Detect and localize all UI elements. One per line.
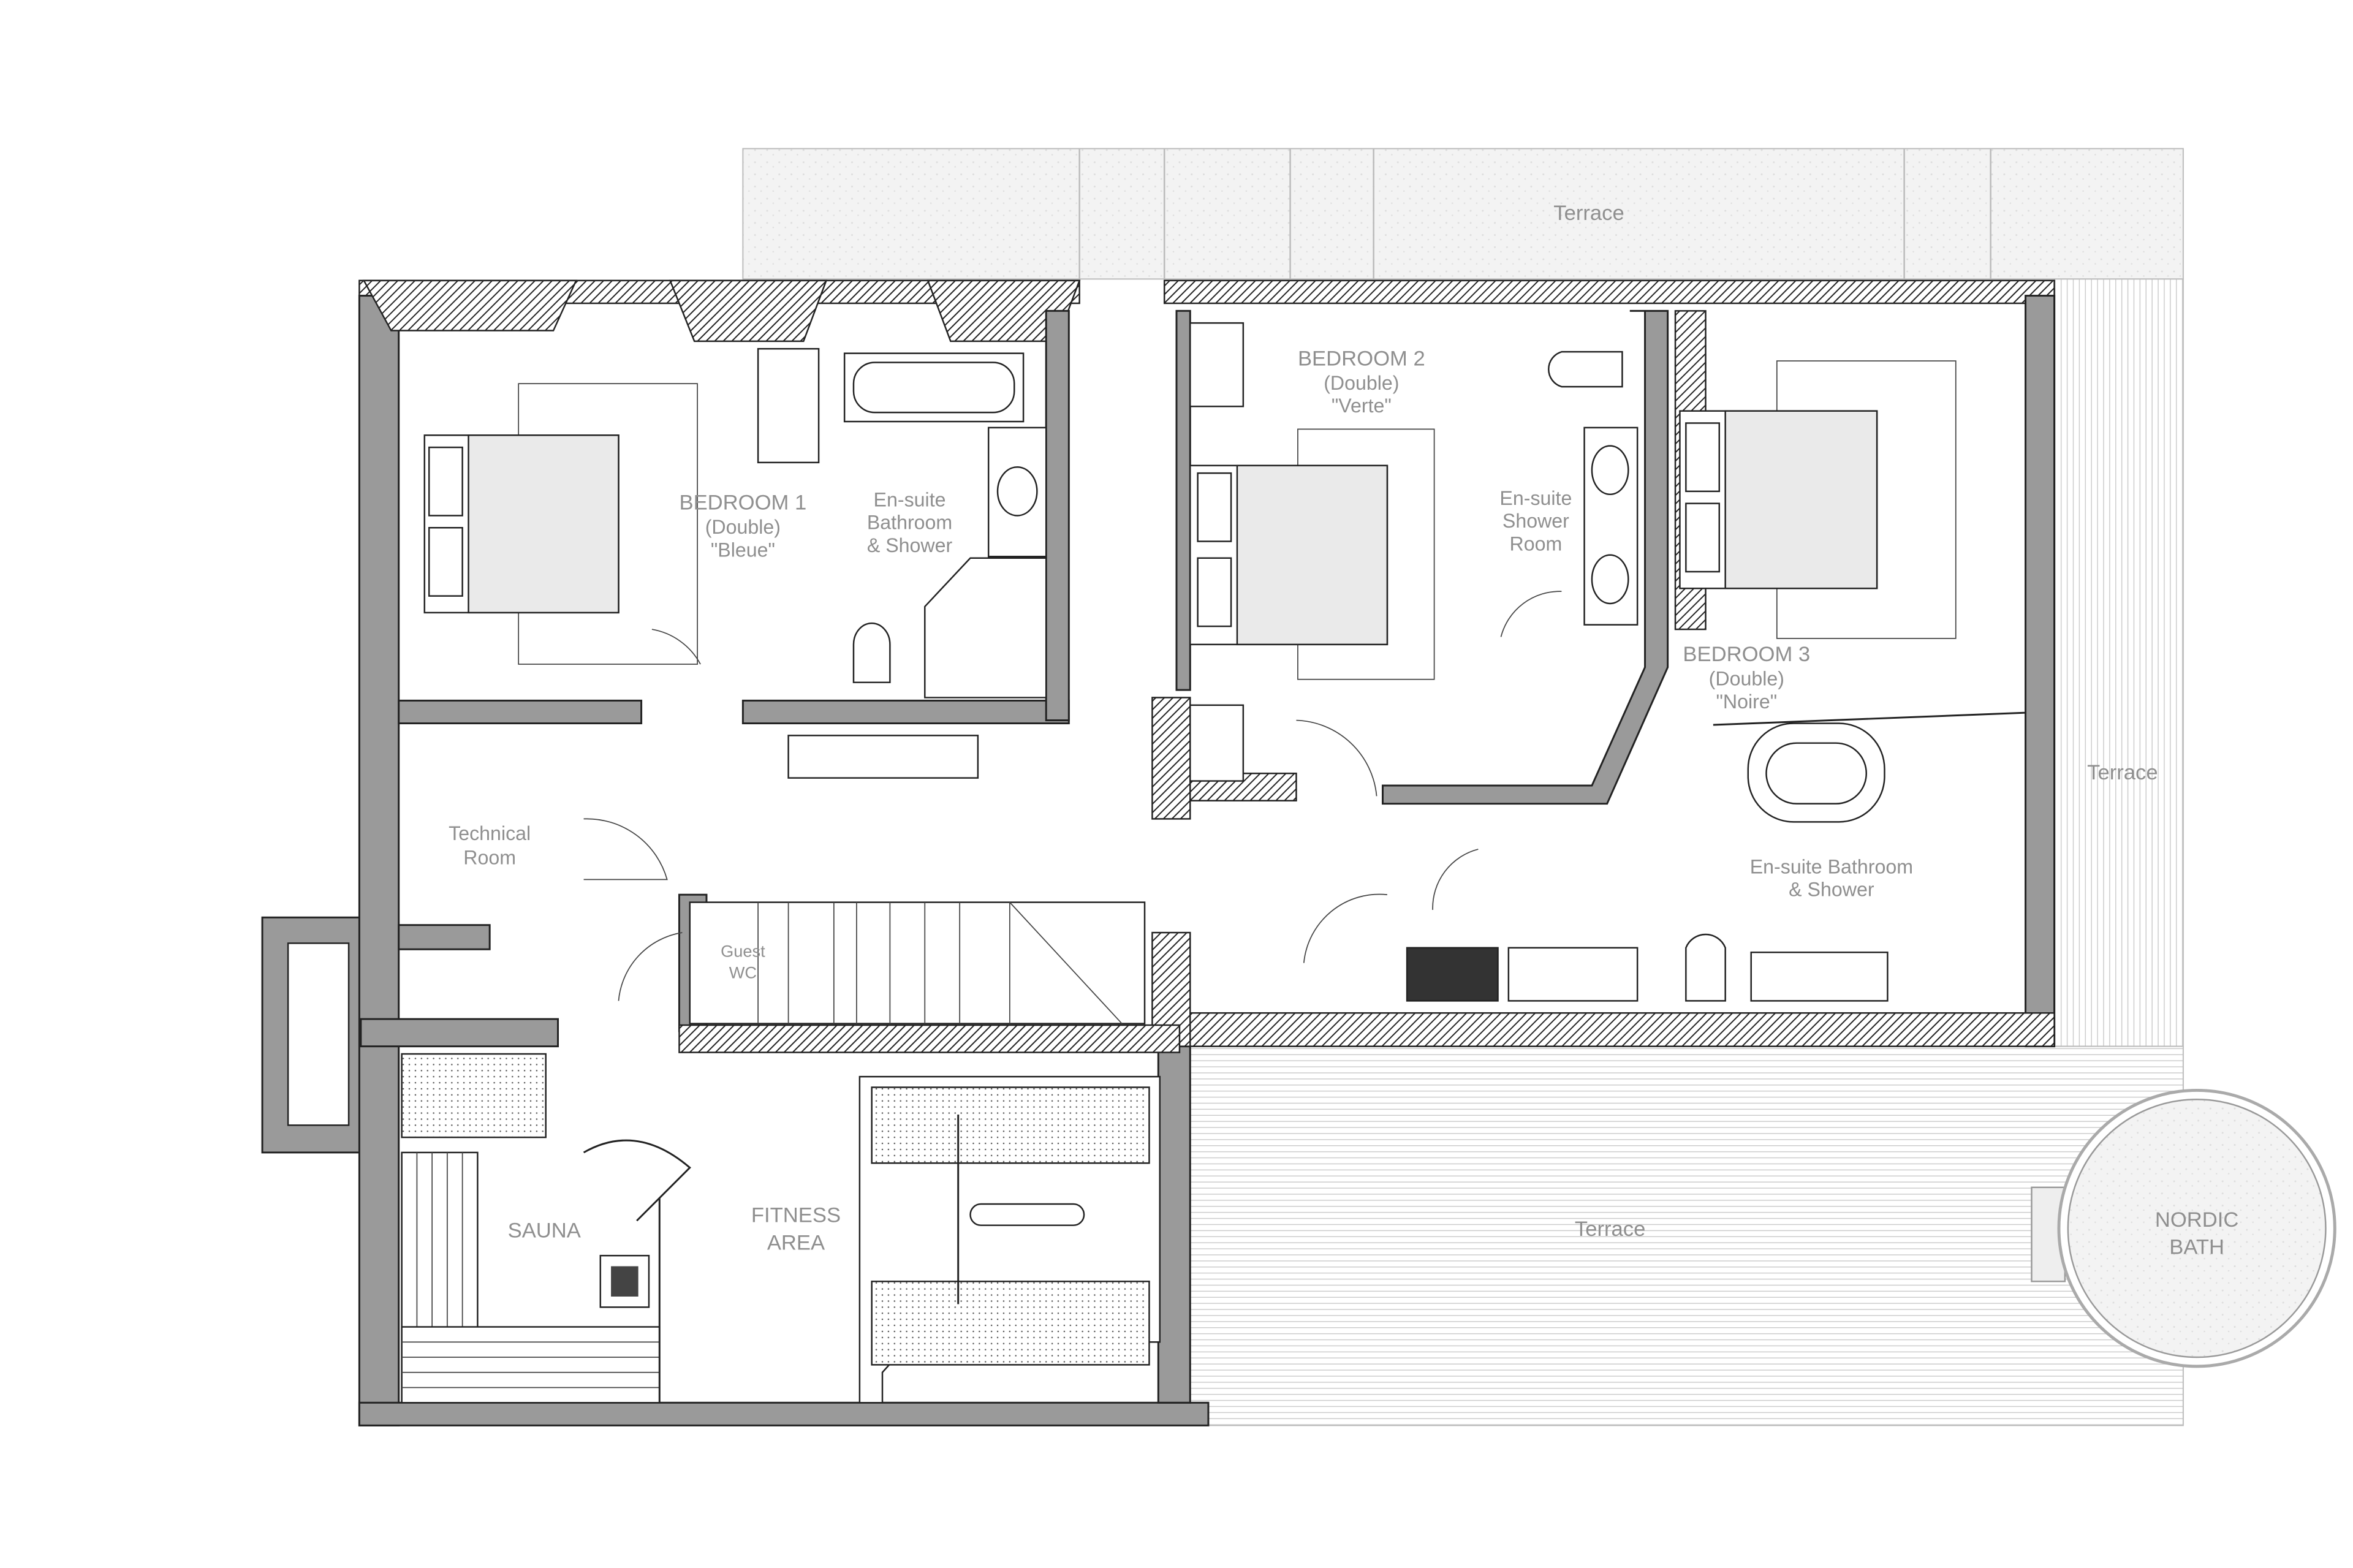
- guest-wc-line2: WC: [729, 963, 757, 982]
- bedroom-2-type: (Double): [1324, 372, 1399, 394]
- bedroom-2-name: BEDROOM 2: [1298, 347, 1425, 370]
- outer-walls: [358, 279, 2056, 1426]
- terrace-right: [2053, 278, 2184, 1047]
- sauna-label: SAUNA: [508, 1219, 582, 1242]
- terrace-bottom: [1189, 1045, 2184, 1426]
- guest-wc-line1: Guest: [721, 942, 765, 961]
- fitness-equipment: [858, 1075, 1161, 1404]
- ensuite-3-line2: & Shower: [1789, 879, 1874, 901]
- bedroom-1-name: BEDROOM 1: [679, 491, 806, 515]
- ensuite-2-line2: Shower: [1502, 510, 1569, 532]
- room-labels: Terrace Terrace Terrace BEDROOM 1 (Doubl…: [449, 202, 2238, 1259]
- nordic-bath: [2031, 1088, 2336, 1368]
- bed-bedroom-3: [1679, 360, 1957, 639]
- bedroom-1-nickname: "Bleue": [711, 539, 775, 561]
- ensuite-1-line1: En-suite: [874, 489, 946, 511]
- nordic-bath-line2: BATH: [2169, 1236, 2224, 1259]
- terrace-right-label: Terrace: [2087, 761, 2158, 784]
- sauna-benches: [401, 1053, 661, 1404]
- bed-bedroom-2: [1189, 428, 1435, 680]
- chimney: [261, 916, 369, 1154]
- terrace-top-label: Terrace: [1553, 202, 1624, 225]
- fitness-line1: FITNESS: [751, 1204, 841, 1227]
- bed-bedroom-1: [423, 383, 699, 665]
- bedroom-3-name: BEDROOM 3: [1683, 643, 1810, 666]
- bedroom-2-nickname: "Verte": [1332, 395, 1392, 417]
- ensuite-2-line3: Room: [1510, 532, 1563, 555]
- bedroom-3-type: (Double): [1709, 668, 1784, 690]
- ensuite-1-line3: & Shower: [867, 534, 953, 556]
- technical-room-line2: Room: [463, 847, 516, 869]
- ensuite-1-line2: Bathroom: [867, 512, 952, 534]
- technical-room-line1: Technical: [449, 822, 531, 844]
- staircase: [689, 901, 1146, 1025]
- ensuite-2-line1: En-suite: [1499, 487, 1572, 509]
- terrace-top: [742, 148, 2184, 280]
- ensuite-3-line1: En-suite Bathroom: [1750, 856, 1913, 878]
- bedroom-1-type: (Double): [705, 516, 781, 538]
- nordic-bath-line1: NORDIC: [2155, 1208, 2239, 1232]
- fitness-line2: AREA: [767, 1231, 825, 1254]
- bathroom-fixtures: [757, 322, 1889, 1002]
- terrace-bottom-label: Terrace: [1575, 1218, 1645, 1241]
- doors: [583, 591, 1562, 1222]
- bedroom-3-nickname: "Noire": [1716, 691, 1777, 713]
